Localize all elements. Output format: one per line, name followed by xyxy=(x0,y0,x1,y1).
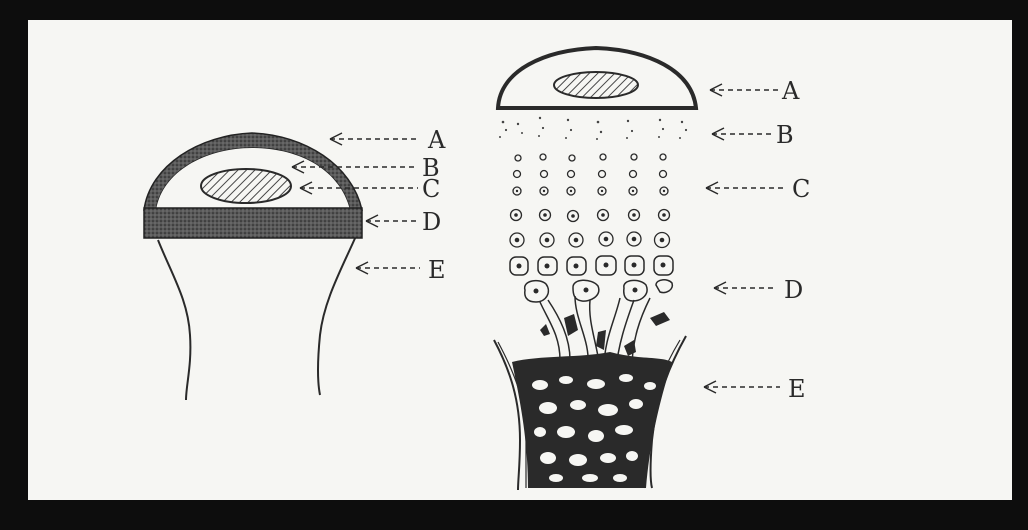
right-proliferative-zone xyxy=(510,154,670,248)
right-label-c-text: C xyxy=(792,175,810,203)
left-label-e-text: E xyxy=(428,256,446,284)
left-shaft-right-wall xyxy=(318,236,356,395)
right-label-e: E xyxy=(704,375,806,403)
left-label-e: E xyxy=(356,256,446,284)
right-label-a-text: A xyxy=(781,77,800,105)
right-label-b-text: B xyxy=(776,121,794,149)
left-label-c-text: C xyxy=(422,175,440,203)
right-hypertrophic-nuclei xyxy=(517,263,666,294)
right-bone-diagram: A B C D E xyxy=(494,48,810,490)
left-label-a-text: A xyxy=(427,126,446,154)
right-ossification-center xyxy=(554,72,638,98)
right-spongy-bone xyxy=(512,352,672,488)
right-hypertrophic-zone xyxy=(510,256,673,302)
right-label-a: A xyxy=(710,77,800,105)
left-growth-plate xyxy=(144,208,362,238)
right-proliferative-nuclei xyxy=(514,190,666,243)
left-shaft-left-wall xyxy=(158,240,190,400)
left-label-d: D xyxy=(366,208,441,236)
left-label-d-text: D xyxy=(422,208,441,236)
right-resting-zone xyxy=(499,117,687,140)
right-label-e-text: E xyxy=(788,375,806,403)
right-label-c: C xyxy=(706,175,810,203)
left-ossification-center xyxy=(201,169,291,203)
right-label-d: D xyxy=(714,276,803,304)
left-bone-diagram: A B C D E xyxy=(144,126,446,400)
right-label-d-text: D xyxy=(784,276,803,304)
left-label-a: A xyxy=(330,126,446,154)
right-label-b: B xyxy=(712,121,794,149)
